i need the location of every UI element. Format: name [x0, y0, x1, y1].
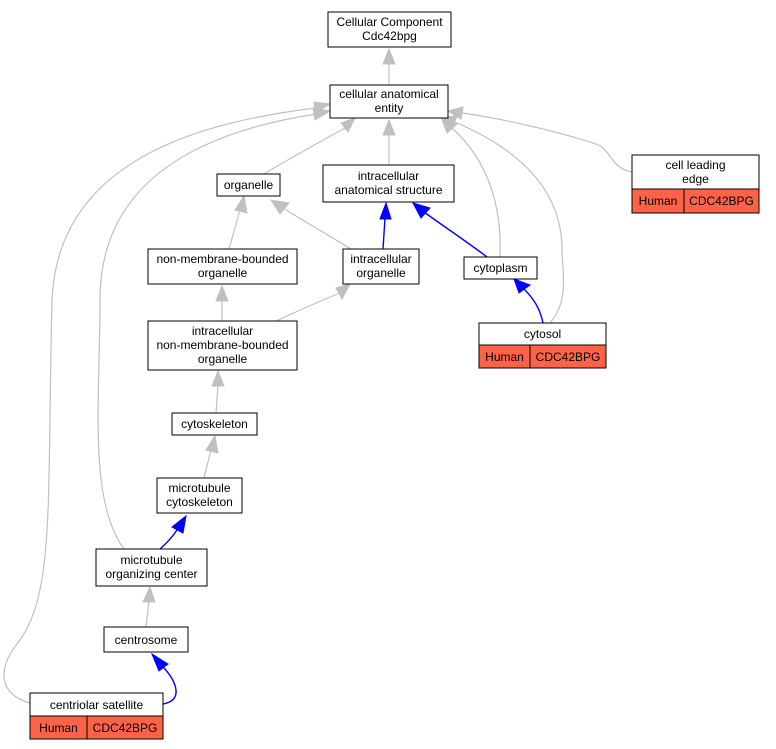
node-label-line: organelle — [198, 266, 248, 280]
node-centrosome[interactable]: centrosome — [103, 626, 189, 653]
node-intracellular-non-membrane-bounded-organelle[interactable]: intracellular non-membrane-bounded organ… — [147, 320, 298, 371]
node-cellular-component-root[interactable]: Cellular Component Cdc42bpg — [327, 11, 452, 48]
gene-tag: CDC42BPG — [93, 721, 158, 735]
node-label-line: non-membrane-bounded — [156, 338, 288, 352]
node-label-line: anatomical structure — [334, 183, 442, 197]
node-label-line: cytoplasm — [473, 261, 527, 275]
node-cell-leading-edge[interactable]: cell leading edge Human CDC42BPG — [631, 154, 760, 214]
node-label-line: organelle — [224, 178, 274, 192]
edge-arrowhead — [513, 278, 532, 294]
node-label-line: centriolar satellite — [50, 698, 144, 712]
node-microtubule-organizing-center[interactable]: microtubule organizing center — [95, 548, 208, 587]
edge-io-to-organelle — [282, 207, 352, 250]
edge-mtoc-to-cae — [97, 113, 317, 550]
node-label-line: intracellular — [350, 252, 411, 266]
node-label-line: edge — [682, 172, 709, 186]
node-label-line: centrosome — [115, 633, 178, 647]
node-label-line: organelle — [198, 352, 248, 366]
edge-inmbo-to-io — [275, 292, 341, 322]
node-cytosol[interactable]: cytosol Human CDC42BPG — [478, 322, 607, 369]
node-label-line: entity — [375, 101, 404, 115]
edge-arrowhead — [411, 202, 431, 219]
edge-arrowhead — [150, 652, 169, 672]
edge-io-to-ias — [382, 217, 386, 250]
node-label-line: Cdc42bpg — [362, 29, 417, 43]
edge-arrowhead — [205, 434, 219, 454]
edge-cytoskeleton-to-inmbo — [215, 384, 219, 414]
gene-tag: CDC42BPG — [536, 350, 601, 364]
species-tag: Human — [485, 350, 524, 364]
node-label-line: cytoskeleton — [166, 495, 233, 509]
edge-cytoplasm-to-ias — [423, 211, 488, 258]
node-label-line: cytoskeleton — [181, 417, 248, 431]
node-label-line: cytosol — [524, 327, 561, 341]
edge-arrowhead — [340, 117, 357, 133]
edge-organelle-to-cae — [263, 127, 346, 175]
edge-cytosol-to-cae — [454, 121, 565, 324]
edge-arrowhead — [382, 47, 396, 65]
edge-arrowhead — [313, 101, 332, 114]
node-label-line: microtubule — [120, 553, 182, 567]
edge-mtoc-to-mtc — [159, 529, 178, 550]
node-centriolar-satellite[interactable]: centriolar satellite Human CDC42BPG — [29, 692, 164, 740]
edge-cs-to-cae — [3, 107, 317, 704]
edge-arrowhead — [439, 115, 458, 129]
node-microtubule-cytoskeleton[interactable]: microtubule cytoskeleton — [156, 477, 243, 514]
node-organelle[interactable]: organelle — [216, 173, 281, 197]
edges — [3, 47, 633, 705]
node-cellular-anatomical-entity[interactable]: cellular anatomical entity — [329, 84, 449, 119]
node-label-line: microtubule — [168, 481, 230, 495]
edge-arrowhead — [142, 585, 156, 603]
edge-arrowhead — [269, 199, 290, 215]
node-cytoskeleton[interactable]: cytoskeleton — [171, 412, 258, 436]
edge-arrowhead — [171, 514, 187, 534]
node-label-line: intracellular — [358, 169, 419, 183]
species-tag: Human — [639, 194, 678, 208]
node-label-line: non-membrane-bounded — [156, 252, 288, 266]
edge-arrowhead — [215, 284, 229, 302]
node-intracellular-organelle[interactable]: intracellular organelle — [342, 248, 420, 285]
node-label-line: organizing center — [105, 567, 197, 581]
edge-arrowhead — [234, 194, 248, 214]
edge-centrosome-to-mtoc — [145, 600, 150, 628]
edge-cytosol-to-cytoplasm — [523, 288, 544, 324]
edge-cs-to-centrosome — [162, 667, 177, 705]
node-intracellular-anatomical-structure[interactable]: intracellular anatomical structure — [322, 164, 455, 203]
node-label-line: intracellular — [192, 324, 253, 338]
edge-cytoplasm-to-cae — [451, 127, 501, 258]
edge-arrowhead — [211, 369, 225, 387]
node-label-line: organelle — [356, 266, 406, 280]
node-non-membrane-bounded-organelle[interactable]: non-membrane-bounded organelle — [147, 248, 298, 285]
edge-arrowhead — [335, 283, 351, 301]
edge-mtc-to-cytoskeleton — [203, 449, 212, 479]
edge-cle-to-cae — [461, 112, 633, 173]
gene-tag: CDC42BPG — [689, 194, 754, 208]
edge-arrowhead — [446, 106, 464, 120]
node-cytoplasm[interactable]: cytoplasm — [463, 256, 538, 280]
species-tag: Human — [39, 721, 78, 735]
node-label-line: cell leading — [665, 158, 725, 172]
node-label-line: cellular anatomical — [339, 87, 438, 101]
edge-nmbo-to-organelle — [228, 209, 241, 250]
node-label-line: Cellular Component — [336, 15, 443, 29]
edge-arrowhead — [379, 201, 392, 220]
edge-arrowhead — [382, 118, 396, 136]
